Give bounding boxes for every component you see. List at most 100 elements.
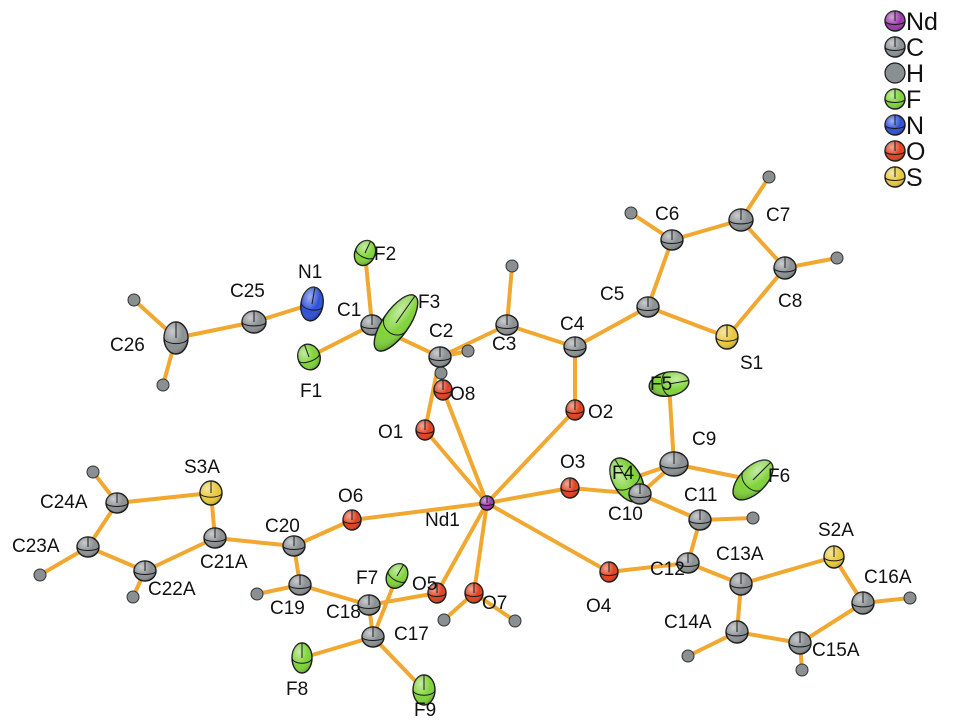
atom-label-c15a: C15A bbox=[812, 640, 860, 661]
legend-swatch-h bbox=[884, 62, 906, 84]
atom-c10 bbox=[628, 483, 652, 505]
hydrogen-atom bbox=[33, 568, 47, 582]
atom-label-o1: O1 bbox=[378, 422, 403, 443]
legend-label-c: C bbox=[906, 34, 924, 62]
bond-nd1-o2 bbox=[485, 408, 577, 505]
atom-c24a bbox=[105, 492, 129, 514]
hydrogen-atom bbox=[126, 590, 140, 604]
atom-c20 bbox=[282, 535, 306, 557]
bond-c8-s1 bbox=[725, 266, 787, 339]
atom-f7 bbox=[385, 562, 409, 590]
atom-n1 bbox=[300, 286, 324, 322]
atom-label-o4: O4 bbox=[586, 596, 612, 617]
hydrogen-atom bbox=[434, 366, 448, 380]
atom-label-c7: C7 bbox=[766, 205, 790, 226]
bond-nd1-o3 bbox=[485, 486, 572, 505]
legend-swatch-c bbox=[884, 36, 906, 58]
hydrogen-atom bbox=[250, 587, 264, 601]
atom-o5 bbox=[427, 582, 447, 604]
atom-c25 bbox=[241, 310, 267, 334]
bond-c17-f8 bbox=[300, 635, 375, 660]
bond-c1-f1 bbox=[307, 323, 374, 359]
atom-label-c24a: C24A bbox=[40, 492, 88, 513]
atom-label-s2a: S2A bbox=[818, 520, 854, 541]
legend-label-nd: Nd bbox=[906, 8, 938, 36]
atom-o6 bbox=[342, 509, 362, 531]
atom-label-c19: C19 bbox=[270, 598, 305, 619]
atom-label-c14a: C14A bbox=[664, 612, 712, 633]
atom-label-c17: C17 bbox=[394, 624, 429, 645]
atom-label-c9: C9 bbox=[692, 429, 716, 450]
legend-label-h: H bbox=[906, 60, 924, 88]
hydrogen-atom bbox=[903, 591, 917, 605]
atom-label-c13a: C13A bbox=[716, 544, 764, 565]
legend-swatch-o bbox=[884, 140, 906, 162]
hydrogen-atom bbox=[508, 614, 522, 628]
atom-c15a bbox=[788, 631, 812, 655]
atom-s1 bbox=[715, 324, 739, 350]
atom-label-c6: C6 bbox=[655, 204, 679, 225]
bond-nd1-o4 bbox=[485, 501, 611, 574]
atom-f2 bbox=[353, 239, 377, 267]
atom-label-c18: C18 bbox=[326, 602, 361, 623]
legend-label-f: F bbox=[906, 86, 921, 114]
atom-o2 bbox=[565, 399, 585, 421]
atom-c4 bbox=[563, 336, 587, 358]
atom-label-f7: F7 bbox=[356, 568, 378, 589]
bond-c25-c26 bbox=[174, 320, 256, 340]
atom-f5 bbox=[648, 370, 690, 398]
atom-label-o6: O6 bbox=[338, 486, 363, 507]
legend-swatch-nd bbox=[884, 10, 906, 32]
atom-label-f2: F2 bbox=[374, 244, 396, 265]
atom-label-nd1: Nd1 bbox=[425, 510, 460, 531]
atom-label-o2: O2 bbox=[588, 402, 613, 423]
hydrogen-atom bbox=[461, 344, 475, 358]
atom-label-s1: S1 bbox=[740, 353, 763, 374]
atom-o7 bbox=[464, 582, 484, 604]
atom-label-n1: N1 bbox=[298, 262, 322, 283]
atom-c18 bbox=[357, 594, 381, 616]
hydrogen-atom bbox=[746, 511, 760, 525]
legend-label-n: N bbox=[906, 112, 924, 140]
atom-c13a bbox=[729, 572, 753, 596]
atom-c23a bbox=[76, 536, 100, 558]
atom-label-c8: C8 bbox=[778, 291, 802, 312]
atom-s2a bbox=[823, 545, 845, 569]
hydrogen-atom bbox=[624, 206, 638, 220]
hydrogen-atom bbox=[437, 613, 451, 627]
bond-nd1-o1 bbox=[423, 428, 489, 505]
atom-label-c2: C2 bbox=[429, 321, 453, 342]
atom-c26 bbox=[163, 321, 189, 355]
atom-label-f6: F6 bbox=[768, 466, 790, 487]
hydrogen-atom bbox=[830, 251, 844, 265]
atom-c19 bbox=[288, 574, 312, 596]
atom-label-c4: C4 bbox=[560, 314, 585, 335]
atom-label-c10: C10 bbox=[608, 504, 643, 525]
atom-c9 bbox=[659, 451, 689, 477]
bond-nd1-o8 bbox=[441, 388, 489, 505]
atom-label-o7: O7 bbox=[482, 593, 507, 614]
bond-c12-o4 bbox=[607, 561, 690, 574]
atom-c12 bbox=[676, 552, 700, 574]
atom-label-f9: F9 bbox=[414, 700, 436, 721]
atom-label-c23a: C23A bbox=[12, 536, 60, 557]
atom-f9 bbox=[412, 674, 436, 706]
atom-label-c1: C1 bbox=[337, 300, 361, 321]
atom-c22a bbox=[133, 560, 157, 582]
atom-c11 bbox=[688, 509, 712, 531]
atom-c5 bbox=[636, 296, 660, 318]
bond-c16a-c15a bbox=[798, 601, 865, 645]
legend-swatch-n bbox=[884, 114, 906, 136]
atom-label-f3: F3 bbox=[418, 292, 440, 313]
atom-c2 bbox=[428, 346, 452, 368]
atom-label-o5: O5 bbox=[412, 574, 437, 595]
bond-c5-c6 bbox=[646, 238, 674, 309]
hydrogen-atom bbox=[681, 649, 695, 663]
hydrogen-atom bbox=[86, 465, 100, 479]
bond-s1-c5 bbox=[646, 305, 729, 339]
atom-c14a bbox=[725, 620, 749, 644]
atom-c8 bbox=[773, 256, 797, 280]
atom-label-o8: O8 bbox=[450, 384, 475, 405]
